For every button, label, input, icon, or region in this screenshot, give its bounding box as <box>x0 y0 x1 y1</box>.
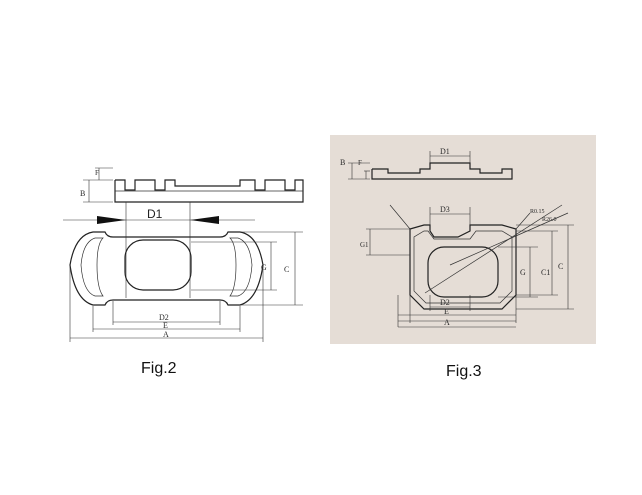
fig3-label-b: B <box>340 158 345 167</box>
fig3-dim-b-f <box>348 162 370 180</box>
fig2-label-e: E <box>163 321 168 330</box>
fig3-label-c: C <box>558 262 563 271</box>
fig2-dim-bottom <box>69 266 264 342</box>
fig3-side-view <box>371 162 513 180</box>
fig3-radius-leaders <box>424 204 569 294</box>
fig2-label-d2: D2 <box>159 313 169 322</box>
fig2-dim-g <box>191 241 277 291</box>
fig3-dim-c <box>516 224 574 310</box>
fig3-label-f: F <box>358 159 362 167</box>
figure-2-svg: B F D1 G C <box>63 167 304 342</box>
fig3-label-r1: R0.15 <box>530 209 545 215</box>
fig3-label-r2: R26.0 <box>542 217 557 223</box>
fig3-dim-bottom <box>397 295 517 328</box>
fig2-label-a: A <box>163 330 169 339</box>
fig2-label-f: F <box>95 169 99 177</box>
fig3-dim-d1 <box>429 151 471 163</box>
fig3-dim-c1 <box>516 230 558 296</box>
fig2-label-b: B <box>80 189 85 198</box>
fig2-top-view <box>69 231 264 306</box>
fig2-label-c: C <box>284 265 289 274</box>
fig3-dim-g1 <box>366 228 410 256</box>
fig3-top-view <box>389 204 531 310</box>
fig2-label-g: G <box>261 263 267 272</box>
fig2-label-d1: D1 <box>147 207 163 221</box>
figure-3-drawing: B F D1 D3 G1 R0 <box>330 135 596 344</box>
fig3-label-d1: D1 <box>440 147 450 156</box>
fig3-label-c1: C1 <box>541 268 550 277</box>
fig3-label-g1: G1 <box>360 241 369 249</box>
fig3-label-a: A <box>444 318 450 327</box>
fig2-dim-d1 <box>63 202 255 298</box>
fig2-dim-c <box>241 231 303 306</box>
fig3-dim-d3 <box>429 207 471 225</box>
fig3-label-g: G <box>520 268 526 277</box>
figure-3-svg: B F D1 D3 G1 R0 <box>340 147 574 328</box>
fig2-side-view <box>114 179 304 203</box>
fig3-label-d3: D3 <box>440 205 450 214</box>
fig3-label-d2: D2 <box>440 298 450 307</box>
fig3-label-e: E <box>444 307 449 316</box>
fig2-dim-b-f <box>83 167 113 203</box>
fig3-dim-g <box>498 246 538 298</box>
figure-2-drawing: B F D1 G C <box>55 160 315 350</box>
fig3-caption: Fig.3 <box>446 363 482 380</box>
fig2-caption: Fig.2 <box>141 360 177 377</box>
